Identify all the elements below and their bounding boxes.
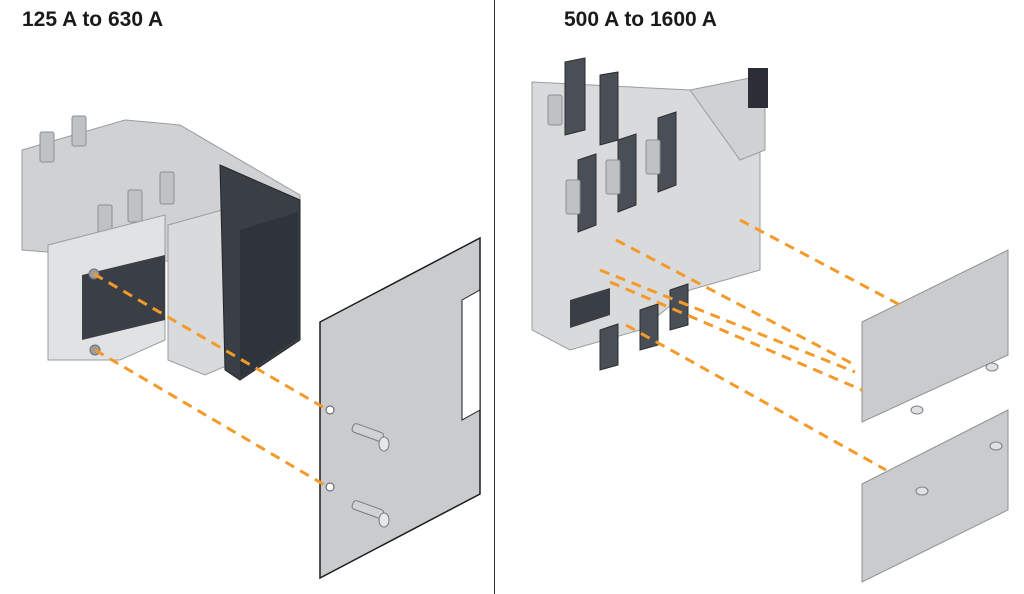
right-guide-line [625,323,887,472]
right-guide-line [599,268,856,374]
right-guide-line [615,238,856,367]
right-screw [985,362,999,372]
left-cover-plate [319,236,481,580]
left-screw [351,500,390,528]
right-screw [915,486,929,496]
right-upper-cover-plate [861,249,1009,423]
right-screw [910,405,924,415]
left-screw [351,423,390,452]
right-panel-title: 500 A to 1600 A [564,8,717,31]
left-panel-title: 125 A to 630 A [22,8,164,31]
right-lower-cover-plate [861,409,1009,583]
left-guide-line [93,272,329,412]
right-switch-assembly [531,57,768,371]
right-guide-line [609,280,863,392]
left-switch-assembly [21,115,301,381]
left-guide-line [94,348,329,489]
right-guide-line [739,218,903,308]
right-screw [989,441,1003,451]
panel-divider [494,0,495,594]
